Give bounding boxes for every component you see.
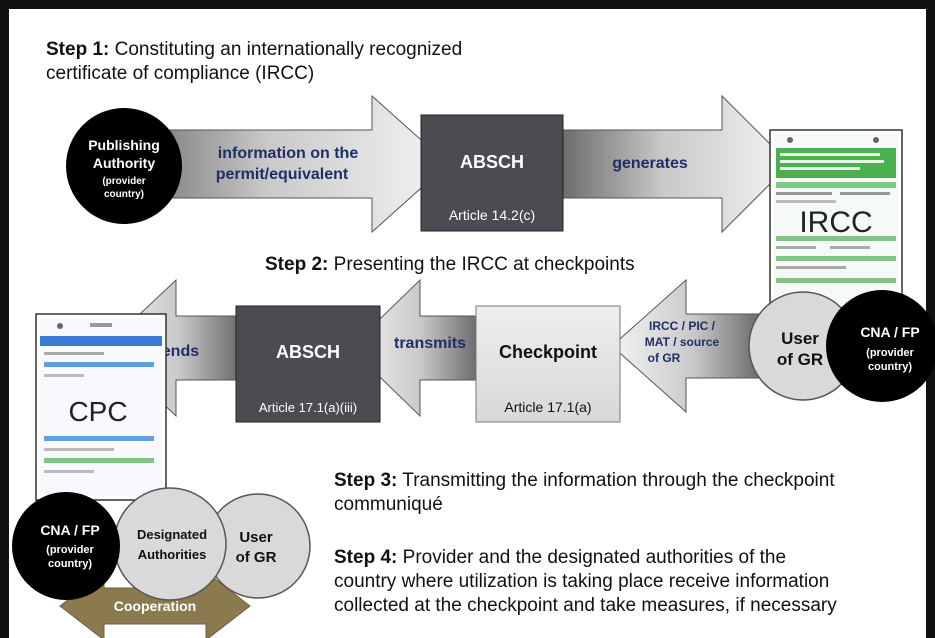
- absch-top-box: [420, 114, 564, 232]
- cna-fp-right-line1: CNA / FP: [860, 324, 919, 340]
- cna-fp-left-line2: (provider: [46, 544, 94, 556]
- arrow-ircc-pic: [611, 278, 761, 414]
- checkpoint-title: Checkpoint: [499, 342, 597, 362]
- step1-label: Step 1:: [46, 39, 110, 60]
- arrow-transmits: [349, 278, 479, 418]
- arrow-cooperation-label: Cooperation: [114, 598, 196, 614]
- step1-heading: Step 1: Constituting an internationally …: [46, 38, 462, 62]
- designated-authorities-circle: [113, 487, 227, 601]
- step2-text: Presenting the IRCC at checkpoints: [333, 254, 635, 275]
- cpc-document-label: CPC: [68, 396, 127, 427]
- user-gr-right-line1: User: [781, 329, 819, 348]
- absch-mid-title: ABSCH: [276, 342, 340, 362]
- step3-heading: Step 3: Transmitting the information thr…: [334, 469, 835, 493]
- publishing-authority-line4: country): [104, 189, 144, 200]
- step4-heading: Step 4: Provider and the designated auth…: [334, 546, 786, 570]
- ircc-document: IRCC: [769, 129, 903, 309]
- absch-mid-box: [235, 305, 381, 423]
- arrow-ircc-pic-line2: MAT / source: [645, 335, 720, 349]
- ircc-document-label: IRCC: [799, 206, 872, 239]
- cna-fp-left-line3: country): [48, 558, 92, 570]
- checkpoint-article: Article 17.1(a): [504, 399, 591, 415]
- checkpoint-box: [475, 305, 621, 423]
- cna-fp-left-line1: CNA / FP: [40, 522, 99, 538]
- user-gr-left-line2: of GR: [236, 549, 277, 566]
- step2-label: Step 2:: [265, 254, 329, 275]
- designated-authorities-line1: Designated: [137, 527, 207, 542]
- publishing-authority-line1: Publishing: [88, 137, 160, 153]
- designated-authorities-line2: Authorities: [138, 547, 207, 562]
- step3-text-line1: Transmitting the information through the…: [402, 470, 835, 491]
- cna-fp-right-circle: [826, 290, 935, 402]
- step1-text-line1: Constituting an internationally recogniz…: [114, 39, 463, 60]
- absch-top-article: Article 14.2(c): [449, 207, 535, 223]
- cna-fp-left-circle: [12, 492, 120, 600]
- cpc-document: CPC: [35, 313, 167, 501]
- arrow-generates-label: generates: [612, 155, 688, 172]
- step3-label: Step 3:: [334, 470, 398, 491]
- publishing-authority-line2: Authority: [93, 155, 155, 171]
- step4-text-line3: collected at the checkpoint and take mea…: [334, 595, 837, 616]
- arrow-transmits-label: transmits: [394, 335, 466, 352]
- arrow-ircc-pic-line3: of GR: [648, 351, 681, 365]
- step4-label: Step 4:: [334, 547, 398, 568]
- step1-text-line2: certificate of compliance (IRCC): [46, 63, 315, 84]
- absch-top-title: ABSCH: [460, 152, 524, 172]
- step3-text-line2: communiqué: [334, 494, 443, 515]
- publishing-authority-circle: [66, 108, 182, 224]
- cna-fp-right-line3: country): [868, 361, 912, 373]
- user-gr-right-line2: of GR: [777, 350, 823, 369]
- frame-left: [0, 0, 9, 638]
- publishing-authority-line3: (provider: [102, 176, 145, 187]
- step4-text-line2: country where utilization is taking plac…: [334, 571, 830, 592]
- step4-text-line1: Provider and the designated authorities …: [402, 547, 787, 568]
- absch-mid-article: Article 17.1(a)(iii): [259, 400, 357, 415]
- step2-heading: Step 2: Presenting the IRCC at checkpoin…: [265, 253, 635, 277]
- cna-fp-right-line2: (provider: [866, 347, 914, 359]
- arrow-ircc-pic-line1: IRCC / PIC /: [649, 319, 716, 333]
- user-gr-left-line1: User: [239, 529, 273, 546]
- frame-top: [0, 0, 935, 9]
- arrow-info-permit-line1: information on the: [218, 145, 359, 162]
- arrow-info-permit-line2: permit/equivalent: [216, 166, 349, 183]
- arrow-generates: [559, 94, 791, 234]
